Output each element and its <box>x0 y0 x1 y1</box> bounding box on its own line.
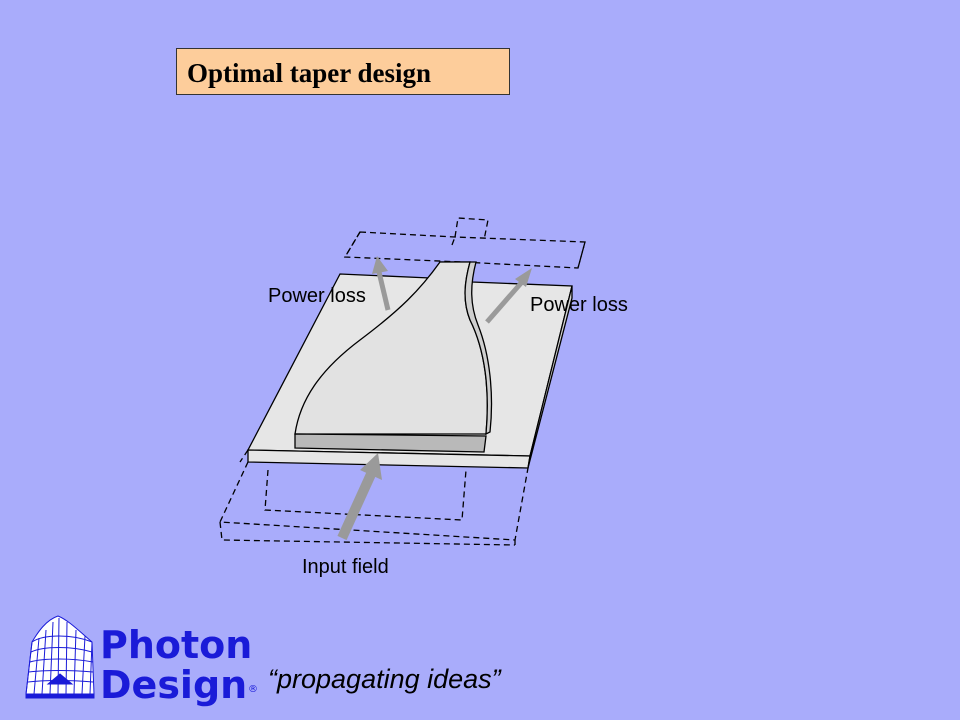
mesh-surface-logo-icon <box>25 615 95 699</box>
taper-waveguide <box>294 261 493 453</box>
simulation-box-top <box>343 217 586 269</box>
slide-title-text: Optimal taper design <box>187 58 432 88</box>
power-loss-label-right: Power loss <box>530 294 628 316</box>
brand-word-design: Design <box>100 663 247 707</box>
company-logo: Photon Design <box>25 615 252 707</box>
power-loss-arrow-right <box>485 268 532 324</box>
tagline: “propagating ideas” <box>268 664 501 694</box>
input-field-arrow <box>337 453 382 541</box>
input-field-label: Input field <box>302 556 389 578</box>
registered-mark: ® <box>248 684 258 695</box>
slide-title: Optimal taper design <box>176 48 510 95</box>
brand-word-photon: Photon <box>100 623 252 667</box>
power-loss-label-left: Power loss <box>268 285 366 307</box>
simulation-box-bottom <box>219 449 529 546</box>
power-loss-arrow-left <box>372 256 391 311</box>
